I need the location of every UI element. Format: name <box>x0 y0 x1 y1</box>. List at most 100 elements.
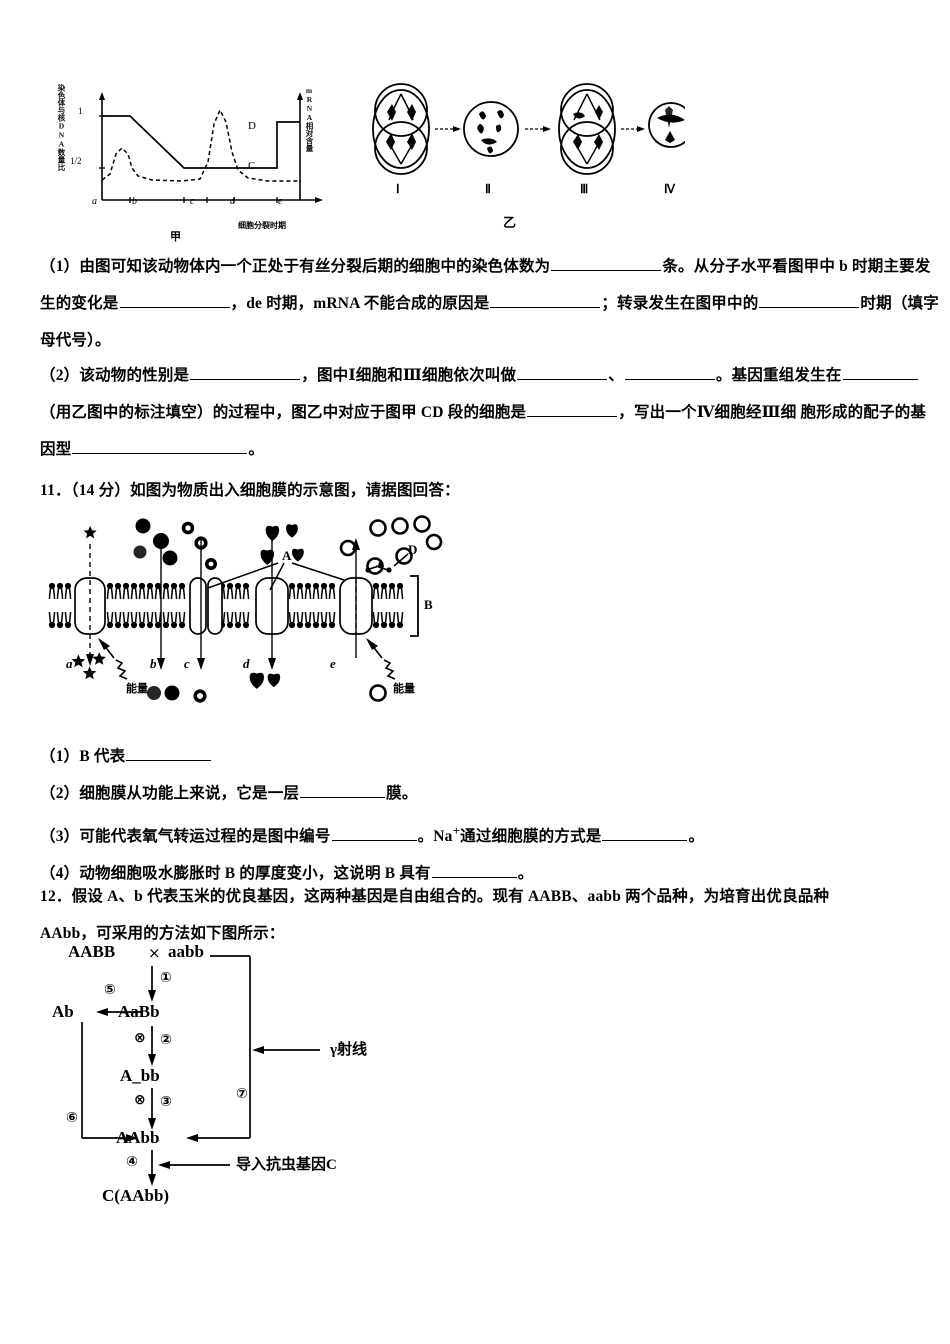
figure-yi-cells: Ⅰ Ⅱ Ⅲ Ⅳ 乙 <box>355 70 685 245</box>
q10-p2-text4: 。基因重组发生在 <box>715 367 842 384</box>
q12-stem-line2: AAbb，可采用的方法如下图所示： <box>40 925 285 942</box>
genotype-f2: A_bb <box>120 1066 160 1085</box>
q10-p1-text5: ；转录发生在图甲中的 <box>601 295 759 312</box>
cell-label-4: Ⅳ <box>664 182 676 196</box>
cell-label-3: Ⅲ <box>580 182 589 196</box>
genotype-parent1: AABB <box>68 942 116 961</box>
figure-group-top: 染色体与核DNA数量比 mRNA相对含量 1 1/2 <box>0 60 950 245</box>
answer-blank[interactable] <box>490 293 601 308</box>
answer-blank[interactable] <box>431 863 517 879</box>
q11-sub2-text1: （2）细胞膜从功能上来说，它是一层 <box>40 785 300 802</box>
step-1: ① <box>160 970 172 986</box>
membrane-pathway-d: d <box>243 656 250 671</box>
q10-p1-text2: 条。从分子水平看图甲中 b <box>662 258 848 275</box>
answer-blank[interactable] <box>842 365 918 380</box>
q10-p2-text3: 、 <box>608 367 624 384</box>
question10-part1: （1）由图可知该动物体内一个正处于有丝分裂后期的细胞中的染色体数为 条。从分子水平… <box>40 248 940 359</box>
particle-open-circle-group <box>339 515 443 702</box>
q11-sub4-text1: （4）动物细胞吸水膨胀时 B 的厚度变小，这说明 B 具有 <box>40 865 431 883</box>
chart-caption-jia: 甲 <box>170 231 181 243</box>
q11-sub4: （4）动物细胞吸水膨胀时 B 的厚度变小，这说明 B 具有 。 <box>40 855 940 892</box>
cell-label-2: Ⅱ <box>485 182 491 196</box>
membrane-pathway-e: e <box>330 656 336 671</box>
q10-p2-text8: 。 <box>248 441 265 458</box>
cell-label-1: Ⅰ <box>396 182 400 196</box>
answer-blank[interactable] <box>759 293 860 308</box>
q11-sub1: （1）B 代表 <box>40 738 940 775</box>
answer-blank[interactable] <box>72 439 248 454</box>
q10-p2-text1: （2）该动物的性别是 <box>40 367 190 384</box>
answer-blank[interactable] <box>551 256 662 271</box>
answer-blank[interactable] <box>300 783 386 798</box>
answer-blank[interactable] <box>517 365 608 380</box>
q11-sub2-text2: 膜。 <box>386 785 418 802</box>
genotype-parent2: aabb <box>168 942 204 961</box>
breeding-svg <box>81 955 320 1186</box>
step-4: ④ <box>126 1154 138 1170</box>
genotype-f1: AaBb <box>118 1002 160 1021</box>
q11-sub2: （2）细胞膜从功能上来说，它是一层 膜。 <box>40 775 940 812</box>
answer-blank[interactable] <box>119 293 230 308</box>
chart-tick-half: 1/2 <box>70 156 82 166</box>
answer-blank[interactable] <box>527 402 618 417</box>
q10-p2-text7: 胞形成的配子的基因型 <box>40 404 927 458</box>
chart-y-axis-left-label: 染色体与核DNA数量比 <box>57 84 66 171</box>
step-3: ③ <box>160 1094 172 1110</box>
q11-sub3-text3: 通过细胞膜的方式是 <box>460 828 602 846</box>
cells-svg <box>372 83 685 175</box>
answer-blank[interactable] <box>602 826 688 842</box>
selfing-symbol-3: ⊗ <box>134 1092 146 1108</box>
q10-p1-text6: 时期（填字母代号）。 <box>40 295 939 349</box>
chart-segment-a: a <box>92 196 97 207</box>
q11-sub1-text: （1）B 代表 <box>40 748 126 765</box>
gamma-ray-label: γ射线 <box>330 1042 368 1058</box>
mrna-label: RNA相对含量 <box>305 95 314 152</box>
membrane-pathway-a: a <box>66 656 73 671</box>
step-7: ⑦ <box>236 1086 248 1102</box>
question11-subquestions: （1）B 代表 （2）细胞膜从功能上来说，它是一层 膜。 （3）可能代表氧气转运过… <box>40 738 940 892</box>
q11-sub4-text2: 。 <box>517 865 534 883</box>
membrane-label-A: A <box>282 548 292 563</box>
q10-p1-text4: ，de 时期，mRNA 不能合成的原因是 <box>230 295 490 312</box>
answer-blank[interactable] <box>331 826 417 842</box>
membrane-label-B: B <box>424 597 433 612</box>
q11-stem-text: 11．（14 分）如图为物质出入细胞膜的示意图，请据图回答： <box>40 482 460 499</box>
chart-y-axis-right-label: mRNA相对含量 <box>300 86 314 152</box>
q10-p1-text1: （1）由图可知该动物体内一个正处于有丝分裂后期的细胞中的染色体数为 <box>40 258 551 275</box>
chart-segment-c: c <box>190 196 195 207</box>
answer-blank[interactable] <box>190 365 301 380</box>
membrane-label-D: D <box>408 542 418 557</box>
answer-blank[interactable] <box>624 365 715 380</box>
energy-label-right: 能量 <box>393 683 415 695</box>
chart-segment-d: d <box>230 196 235 207</box>
chart-segment-e: e <box>278 196 283 207</box>
q10-p2-text2: ，图中Ⅰ细胞和Ⅲ细胞依次叫做 <box>301 367 517 384</box>
membrane-pathway-b: b <box>150 656 157 671</box>
label-A-leaders <box>207 562 345 591</box>
q11-sub3: （3）可能代表氧气转运过程的是图中编号。Na+通过细胞膜的方式是。 <box>40 812 940 855</box>
membrane-svg <box>48 515 443 703</box>
question11-stem: 11．（14 分）如图为物质出入细胞膜的示意图，请据图回答： <box>40 472 940 509</box>
cells-caption-yi: 乙 <box>503 215 517 230</box>
particle-ring-group <box>181 521 218 703</box>
genotype-target: AAbb <box>116 1128 160 1147</box>
chart-tick-one: 1 <box>78 106 83 116</box>
answer-blank[interactable] <box>126 746 212 761</box>
q11-sub3-text1: （3）可能代表氧气转运过程的是图中编号 <box>40 828 331 846</box>
particle-star-group <box>71 525 106 680</box>
q10-p2-text6: ，写出一个Ⅳ细胞经Ⅲ细 <box>618 404 797 421</box>
membrane-pathway-c: c <box>184 656 190 671</box>
question10-part2: （2）该动物的性别是，图中Ⅰ细胞和Ⅲ细胞依次叫做、。基因重组发生在（用乙图中的标… <box>40 357 940 468</box>
bracket-B <box>410 575 419 637</box>
cross-symbol: × <box>148 944 161 962</box>
chart-segment-b: b <box>132 196 137 207</box>
q11-sub3-text2: 。Na <box>417 828 453 846</box>
q12-stem-line1: 12．假设 A、b 代表玉米的优良基因，这两种基因是自由组合的。现有 AABB、… <box>40 888 830 905</box>
particle-filled-circle-group <box>133 518 180 701</box>
figure-jia-chart: 染色体与核DNA数量比 mRNA相对含量 1 1/2 <box>50 78 350 243</box>
chart-point-d-label: D <box>248 120 256 132</box>
particle-heart-group <box>249 524 304 689</box>
transgene-label: 导入抗虫基因C <box>236 1157 337 1173</box>
energy-label-left: 能量 <box>126 683 148 695</box>
genotype-haploid: Ab <box>52 1002 74 1021</box>
